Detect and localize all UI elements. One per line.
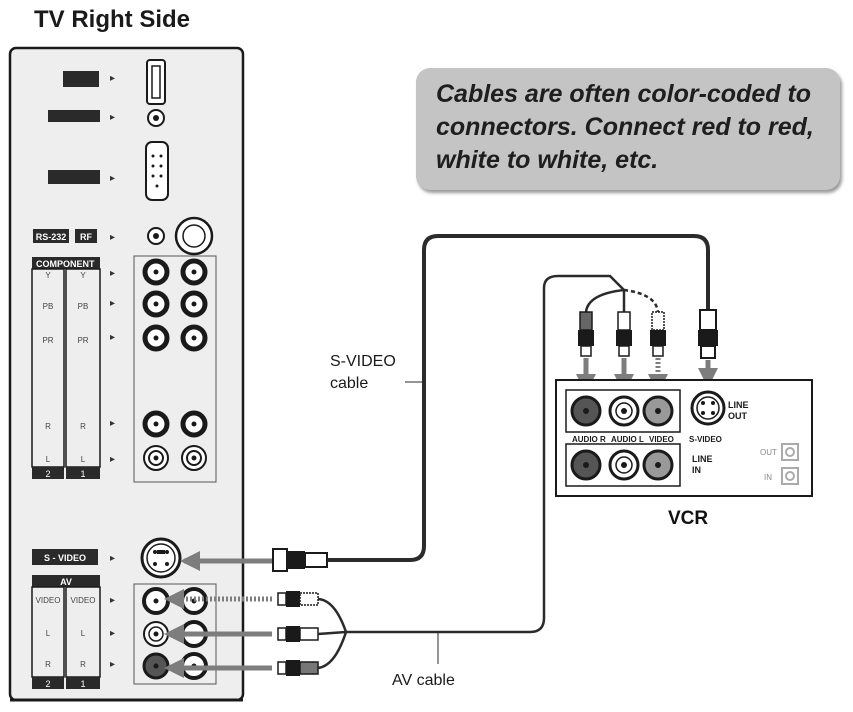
svg-text:▸: ▸ bbox=[110, 268, 115, 279]
av-cable bbox=[317, 274, 660, 670]
av-l-1: L bbox=[81, 629, 86, 638]
av-label-box bbox=[32, 575, 100, 587]
vcr-line-in-label-2: IN bbox=[692, 465, 701, 475]
svg-text:▸: ▸ bbox=[110, 553, 115, 564]
svg-text:▸: ▸ bbox=[110, 332, 115, 343]
vcr-line-in-jacks bbox=[570, 449, 674, 481]
svideo-cable-label-line2: cable bbox=[330, 375, 369, 392]
rs232-label: RS-232 bbox=[36, 232, 67, 242]
comp-pb-1: PB bbox=[78, 302, 89, 311]
component-jacks bbox=[142, 258, 208, 471]
av-l-2: L bbox=[46, 629, 51, 638]
hdmi-port bbox=[146, 59, 166, 105]
vcr-line-out-label-1: LINE bbox=[728, 400, 749, 410]
vcr-svideo-out-jack bbox=[690, 390, 726, 426]
page-title: TV Right Side bbox=[34, 6, 190, 33]
audio-l-plug-vcr-end bbox=[616, 311, 632, 357]
audio-r-plug-vcr-end bbox=[578, 311, 594, 357]
comp-pb-2: PB bbox=[43, 302, 54, 311]
av-tab-2: 2 bbox=[45, 679, 50, 689]
vcr-panel: AUDIO R AUDIO L VIDEO S-VIDEO LINE OUT L… bbox=[555, 379, 813, 497]
audio-r-plug-tv-end bbox=[277, 660, 319, 676]
vcr-audio-r-label: AUDIO R bbox=[572, 435, 606, 444]
vcr-end-plugs bbox=[578, 309, 718, 359]
vcr-title: VCR bbox=[668, 508, 709, 529]
svideo-cable-label-line1: S-VIDEO bbox=[330, 353, 396, 370]
audio-l-plug-tv-end bbox=[277, 626, 319, 642]
comp-l-1: L bbox=[81, 455, 86, 464]
vcr-rf-in-label: IN bbox=[764, 473, 772, 482]
svg-text:▸: ▸ bbox=[110, 73, 115, 84]
video-plug-tv-end bbox=[277, 591, 319, 607]
vcr-rf-jacks bbox=[781, 443, 799, 485]
av-video-2: VIDEO bbox=[36, 596, 61, 605]
color-code-callout: Cables are often color-coded to connecto… bbox=[416, 68, 840, 190]
av-tab-1: 1 bbox=[80, 679, 85, 689]
audio-input-label-box bbox=[48, 110, 100, 122]
audio-mini-jack bbox=[147, 109, 165, 127]
rs232-label-box bbox=[33, 229, 69, 243]
video-plug-vcr-end bbox=[650, 311, 666, 357]
tv-av-section: AV 2 1 VIDEO VIDEO L L R R ▸ ▸ ▸ bbox=[31, 575, 217, 689]
vga-port bbox=[145, 141, 169, 201]
callout-text: Cables are often color-coded to connecto… bbox=[436, 80, 814, 174]
rf-label: RF bbox=[80, 232, 92, 242]
av-label: AV bbox=[60, 577, 72, 587]
svg-text:▸: ▸ bbox=[110, 298, 115, 309]
vcr-line-out-label-2: OUT bbox=[728, 411, 748, 421]
comp-r-2: R bbox=[45, 422, 51, 431]
av-video-1: VIDEO bbox=[71, 596, 96, 605]
vcr-svideo-label: S-VIDEO bbox=[689, 435, 722, 444]
component-label-box bbox=[32, 257, 100, 269]
svideo-plug-tv-end bbox=[272, 548, 328, 572]
component-label: COMPONENT bbox=[36, 259, 95, 269]
svg-text:▸: ▸ bbox=[110, 112, 115, 123]
comp-y-2: Y bbox=[45, 271, 51, 280]
tv-end-plugs bbox=[272, 548, 328, 676]
vcr-line-out-jacks bbox=[570, 395, 674, 427]
av-cable-label: AV cable bbox=[392, 672, 455, 689]
vcr-line-in-label-1: LINE bbox=[692, 454, 713, 464]
comp-r-1: R bbox=[80, 422, 86, 431]
component-tab-2: 2 bbox=[45, 469, 50, 479]
hdmi-label-box bbox=[63, 71, 99, 87]
tv-top-labels: ▸ ▸ ▸ bbox=[48, 71, 115, 184]
comp-y-1: Y bbox=[80, 271, 86, 280]
svg-text:▸: ▸ bbox=[110, 595, 115, 606]
vcr-audio-l-label: AUDIO L bbox=[611, 435, 644, 444]
av-r-1: R bbox=[80, 660, 86, 669]
svg-text:▸: ▸ bbox=[110, 659, 115, 670]
vcr-rf-out-label: OUT bbox=[760, 448, 777, 457]
component-tab-1: 1 bbox=[80, 469, 85, 479]
tv-svideo-label: S - VIDEO bbox=[44, 553, 86, 563]
comp-l-2: L bbox=[46, 455, 51, 464]
tv-side-panel bbox=[8, 46, 245, 702]
svideo-plug-vcr-end bbox=[698, 309, 718, 359]
component-section: COMPONENT 2 1 Y Y PB PB PR PR R R L L ▸ … bbox=[31, 255, 217, 483]
av-r-2: R bbox=[45, 660, 51, 669]
svideo-cable bbox=[327, 234, 710, 562]
svg-text:▸: ▸ bbox=[110, 628, 115, 639]
comp-pr-2: PR bbox=[42, 336, 53, 345]
comp-pr-1: PR bbox=[77, 336, 88, 345]
tv-svideo-input: S - VIDEO ▸ bbox=[32, 537, 182, 579]
rs232-rf-row: RS-232 RF ▸ bbox=[33, 216, 214, 256]
vcr-video-label: VIDEO bbox=[649, 435, 674, 444]
tv-svideo-label-box bbox=[32, 549, 98, 565]
svg-text:▸: ▸ bbox=[110, 232, 115, 243]
rf-label-box bbox=[75, 229, 97, 243]
pc-input-label-box bbox=[48, 170, 100, 184]
svg-text:▸: ▸ bbox=[110, 418, 115, 429]
tv-input-arrows bbox=[164, 551, 275, 678]
svg-text:▸: ▸ bbox=[110, 173, 115, 184]
svg-text:▸: ▸ bbox=[110, 454, 115, 465]
